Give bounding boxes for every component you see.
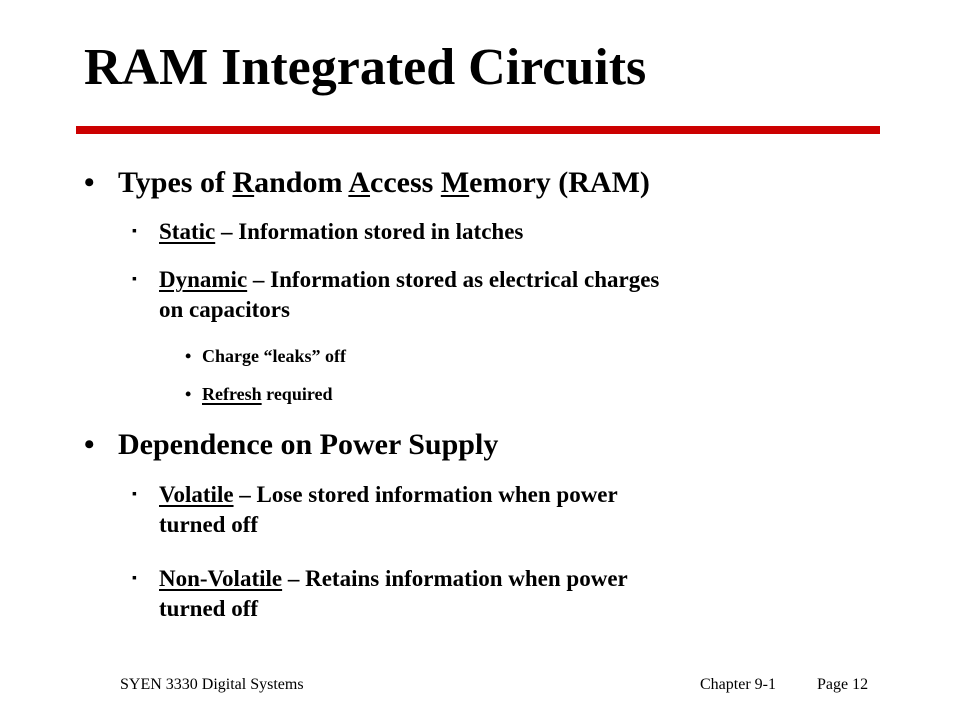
underlined-letter-a: A [348,166,371,199]
bullet-text: – Information stored as electrical charg… [247,267,660,292]
bullet-marker: • [84,428,95,461]
square-bullet-marker: ▪ [132,487,137,502]
term-non-volatile: Non-Volatile [159,566,283,591]
bullet-marker: • [185,346,192,366]
footer-course: SYEN 3330 Digital Systems [120,676,304,693]
bullet-text: Dependence on Power Supply [118,428,499,461]
title-underline-bar [76,126,880,134]
bullet-text-continued: on capacitors [159,297,290,322]
bullet-text: required [261,384,333,404]
square-bullet-marker: ▪ [132,224,137,239]
bullet-text: – Lose stored information when power [233,482,618,507]
term-static: Static [159,219,216,244]
term-volatile: Volatile [159,482,234,507]
bullet-text: – Information stored in latches [215,219,524,244]
bullet-text-continued: turned off [159,596,259,621]
footer-chapter: Chapter 9-1 [700,676,776,693]
bullet-dynamic: ▪ Dynamic – Information stored as electr… [132,265,660,325]
bullet-marker: • [185,384,192,404]
bullet-charge-leaks: • Charge “leaks” off [185,344,346,368]
term-dynamic: Dynamic [159,267,248,292]
square-bullet-marker: ▪ [132,272,137,287]
bullet-text-continued: turned off [159,512,259,537]
bullet-volatile: ▪ Volatile – Lose stored information whe… [132,480,618,540]
underlined-letter-m: M [440,166,470,199]
bullet-text-prefix: Types of [118,166,233,199]
slide-title: RAM Integrated Circuits [84,39,647,96]
bullet-text: ccess [370,166,441,199]
bullet-text: andom [254,166,349,199]
bullet-marker: • [84,166,95,199]
bullet-refresh-required: • Refresh required [185,382,333,406]
bullet-text: emory (RAM) [469,166,650,199]
underlined-letter-r: R [232,166,255,199]
bullet-static: ▪ Static – Information stored in latches [132,217,524,247]
bullet-power-supply: • Dependence on Power Supply [84,428,499,462]
footer-page-number: Page 12 [817,676,869,693]
term-refresh: Refresh [202,384,262,404]
bullet-text: Charge “leaks” off [202,346,346,366]
bullet-types-of-ram: • Types of Random Access Memory (RAM) [84,166,650,200]
square-bullet-marker: ▪ [132,571,137,586]
bullet-non-volatile: ▪ Non-Volatile – Retains information whe… [132,564,628,624]
bullet-text: – Retains information when power [282,566,628,591]
